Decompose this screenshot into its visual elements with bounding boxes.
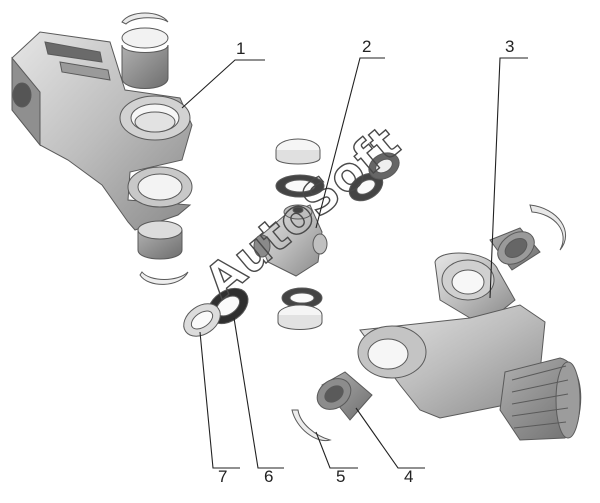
yoke-left xyxy=(11,12,193,285)
callout-label-4: 4 xyxy=(404,467,413,486)
callout-label-6: 6 xyxy=(264,467,273,486)
callout-6: 6 xyxy=(233,317,284,486)
callout-3: 3 xyxy=(489,37,528,299)
callout-label-5: 5 xyxy=(336,467,345,486)
callout-label-2: 2 xyxy=(362,37,371,56)
callout-1: 1 xyxy=(181,39,265,109)
washer-7 xyxy=(183,303,221,337)
callout-4: 4 xyxy=(355,407,425,486)
snap-ring xyxy=(291,409,332,442)
callout-label-7: 7 xyxy=(218,467,227,486)
callout-5: 5 xyxy=(315,431,358,486)
callout-2: 2 xyxy=(315,37,385,229)
callout-7: 7 xyxy=(199,331,240,486)
yoke-right xyxy=(357,204,582,441)
callout-label-3: 3 xyxy=(505,37,514,56)
cross-spider xyxy=(253,138,400,330)
callout-label-1: 1 xyxy=(236,39,245,58)
bearing-cup xyxy=(316,371,373,421)
